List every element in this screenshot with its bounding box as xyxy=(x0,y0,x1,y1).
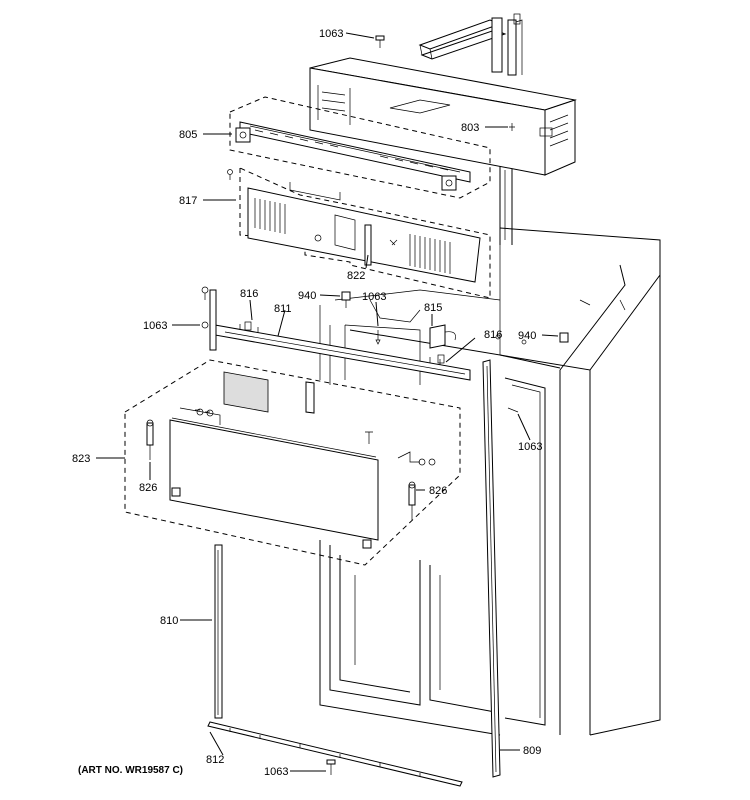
group-805 xyxy=(229,96,491,199)
art-number: (ART NO. WR19587 C) xyxy=(78,765,184,776)
screw-940-mid xyxy=(341,291,351,308)
group-817 xyxy=(227,167,491,299)
callout-809: 809 xyxy=(523,745,541,757)
callout-826-left: 826 xyxy=(139,482,157,494)
callout-811: 811 xyxy=(274,303,292,315)
cabinet xyxy=(319,227,661,736)
trim-810 xyxy=(214,544,223,719)
screw-1063-bottom xyxy=(326,759,336,775)
callout-1063-left: 1063 xyxy=(143,320,167,332)
callout-815: 815 xyxy=(424,302,442,314)
callout-1063-right: 1063 xyxy=(518,441,542,453)
callout-816-right: 816 xyxy=(484,329,502,341)
callout-805: 805 xyxy=(179,129,197,141)
callout-810: 810 xyxy=(160,615,178,627)
callout-816-left: 816 xyxy=(240,288,258,300)
callout-labels: 1063 805 803 817 822 816 940 1063 815 81… xyxy=(72,28,542,778)
bracket-815 xyxy=(429,324,456,349)
trim-812 xyxy=(207,721,463,787)
screw-1063-mid xyxy=(375,330,381,345)
duct-post xyxy=(499,160,513,245)
screw-803 xyxy=(509,123,515,131)
screw-1063-top xyxy=(375,35,385,48)
callout-803: 803 xyxy=(461,122,479,134)
trim-809 xyxy=(482,359,501,778)
callout-822: 822 xyxy=(347,270,365,282)
callout-817: 817 xyxy=(179,195,197,207)
callout-812: 812 xyxy=(206,754,224,766)
leader-lines xyxy=(96,32,559,772)
callout-940-right: 940 xyxy=(518,330,536,342)
callout-826-right: 826 xyxy=(429,485,447,497)
callout-1063-bottom: 1063 xyxy=(264,766,288,778)
left-side-hardware xyxy=(201,286,217,351)
callout-1063-top: 1063 xyxy=(319,28,343,40)
screw-940-right xyxy=(559,332,569,343)
group-823 xyxy=(124,359,461,566)
callout-940-mid: 940 xyxy=(298,290,316,302)
screw-1063-right xyxy=(507,407,519,413)
top-rail-parts xyxy=(418,13,523,76)
callout-1063-mid: 1063 xyxy=(362,291,386,303)
callout-823: 823 xyxy=(72,453,90,465)
upper-housing xyxy=(309,57,577,176)
